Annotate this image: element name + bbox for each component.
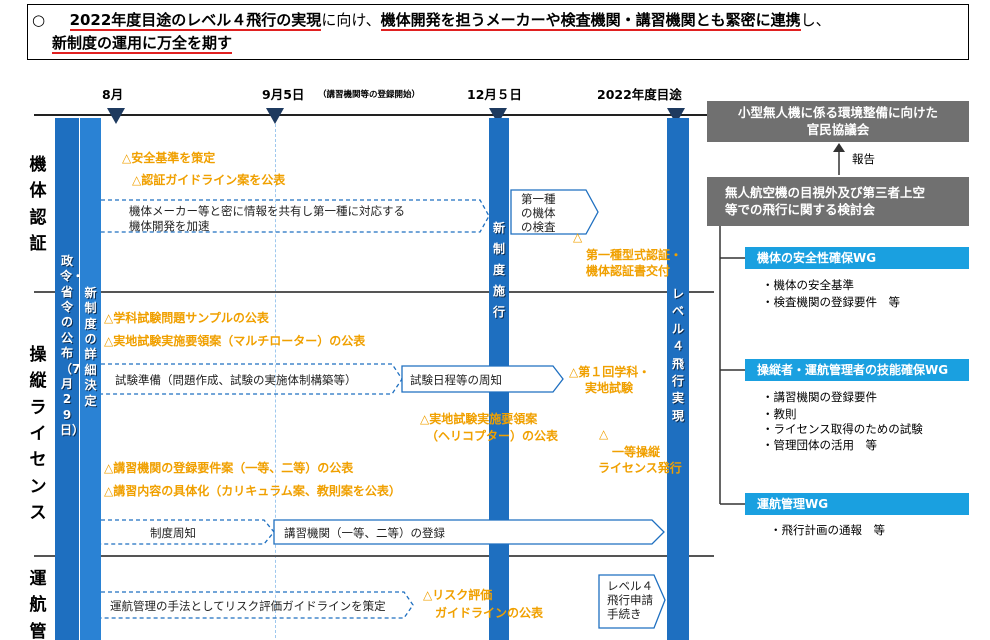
report-label: 報告 [852,152,875,166]
triangle-marker-icon [107,108,125,124]
bar-level4-text: レベル４飛行実現 [671,287,684,423]
inspection-line-3: の検査 [521,220,556,234]
soju-register: 講習機関（一等、二等）の登録 [284,526,445,540]
license-line-2: ライセンス発行 [598,461,682,475]
header-coop: 機体開発を担うメーカーや検査機関・講習機関とも緊密に連携 [380,11,801,31]
cert-line-2: 機体認証書交付 [586,264,671,278]
timeline-axis [34,114,714,116]
bar-level4: レベル４飛行実現 [667,118,689,640]
soju-prep: 試験準備（問題作成、試験の実施体制構築等） [115,373,357,387]
milestone-sep5: 9月5日 [262,87,305,102]
guide-line [275,124,276,638]
application-box-shape [598,574,666,629]
milestone-dec5: 12月５日 [467,87,522,102]
soju-schedule: 試験日程等の周知 [410,373,502,387]
section-soju: 操縦ライセンス [29,345,47,524]
bar-detail: 新制度の詳細決定 [79,118,101,640]
review-box: 無人航空機の目視外及び第三者上空 等での飛行に関する検討会 [707,177,969,226]
wg2-item-2: ・教則 [762,407,797,421]
review-line-2: 等での飛行に関する検討会 [725,202,876,217]
header-box [27,4,969,60]
council-line-1: 小型無人機に係る環境整備に向けた [737,105,938,120]
milestone-sep5-note: （講習機関等の登録開始） [318,90,421,100]
soju-item-2: △実地試験実施要領案（マルチローター）の公表 [104,334,366,348]
heli-line-1: △実地試験実施要領案 [420,412,538,426]
header-line-1: ○ 2022年度目途のレベル４飛行の実現に向け、機体開発を担うメーカーや検査機関… [32,10,831,31]
inspection-box-shape [510,189,599,235]
application-line-1: レベル４ [607,579,653,593]
review-line-1: 無人航空機の目視外及び第三者上空 [725,185,926,200]
wg1-item-2: ・検査機関の登録要件 等 [762,295,900,309]
section-kitai: 機体認証 [29,155,47,255]
kitai-arrow-line-1: 機体メーカー等と密に情報を共有し第一種に対応する [129,204,405,218]
wg2-item-3: ・ライセンス取得のための試験 [762,422,923,436]
wg-airframe: 機体の安全性確保WG [745,247,969,269]
bullet: ○ [32,11,46,29]
header-line-2: 新制度の運用に万全を期す [52,33,233,54]
license-line-1: 一等操縦 [612,445,661,459]
unko-arrow-text: 運航管理の手法としてリスク評価ガイドラインを策定 [110,599,386,613]
milestone-aug: 8月 [102,87,124,102]
bar-ordinance: 政令・省令の公布（7月29日） [55,118,84,640]
license-triangle: △ [599,427,609,441]
wg-operation: 運航管理WG [745,493,969,515]
triangle-marker-icon [266,108,284,124]
register-arrow-shape [273,519,665,545]
cert-line-1: 第一種型式認証・ [586,248,683,262]
risk-line-2: ガイドラインの公表 [435,606,544,620]
kitai-item-1: △安全基準を策定 [122,151,216,165]
inspection-line-2: の機体 [521,206,556,220]
soju-item-1: △学科試験問題サンプルの公表 [104,311,269,325]
wg3-item-1: ・飛行計画の通報 等 [770,523,885,537]
schedule-arrow-shape [401,365,564,393]
first-exam-line-1: △第１回学科・ [569,365,651,379]
application-line-3: 手続き [607,607,642,621]
wg1-item-1: ・機体の安全基準 [762,278,854,292]
soju-notice: 制度周知 [150,526,196,540]
section-separator [34,291,714,293]
header-commit: 新制度の運用に万全を期す [52,34,233,54]
council-box: 小型無人機に係る環境整備に向けた 官民協議会 [707,101,969,142]
inspection-box-text: 第一種 の機体 の検査 [521,192,556,234]
first-exam-line-2: 実地試験 [585,381,634,395]
application-line-2: 飛行申請 [607,593,653,607]
header-text: に向け、 [321,11,381,29]
milestone-fy2022: 2022年度目途 [597,87,682,102]
heli-line-2: （ヘリコプター）の公表 [426,429,559,443]
report-arrowhead-icon [833,143,845,152]
risk-line-1: △リスク評価 [423,588,493,602]
wg-pilot: 操縦者・運航管理者の技能確保WG [745,359,969,381]
header-goal: 2022年度目途のレベル４飛行の実現 [69,11,322,31]
header-text-2: し、 [800,11,831,29]
application-box-text: レベル４ 飛行申請 手続き [607,579,653,621]
kitai-item-2: △認証ガイドライン案を公表 [132,173,286,187]
section-separator [34,555,714,557]
kitai-arrow-line-2: 機体開発を加速 [129,219,210,233]
section-unko: 運航管理 [29,569,47,640]
council-line-2: 官民協議会 [806,122,870,137]
cert-triangle: △ [573,230,583,244]
wg2-item-4: ・管理団体の活用 等 [762,438,877,452]
soju-item-4: △講習内容の具体化（カリキュラム案、教則案を公表） [104,484,401,498]
kitai-arrow-shape [101,199,490,233]
wg2-item-1: ・講習機関の登録要件 [762,390,877,404]
inspection-line-1: 第一種 [521,192,556,206]
bar-detail-text: 新制度の詳細決定 [84,286,97,408]
soju-item-3: △講習機関の登録要件案（一等、二等）の公表 [104,461,354,475]
risk-arrow-shape [101,591,414,619]
bar-enforce-text: 新制度施行 [492,221,505,319]
